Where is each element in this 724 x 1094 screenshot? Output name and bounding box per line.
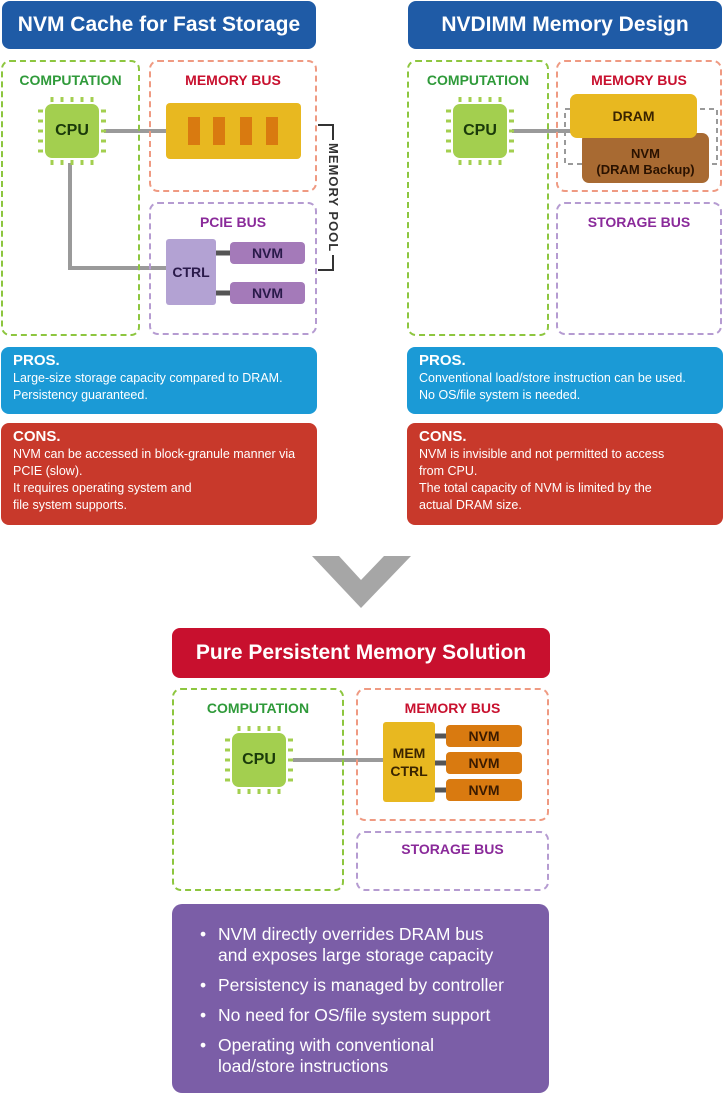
cons-line: NVM can be accessed in block-granule man…	[13, 447, 296, 461]
storage-bus-label: STORAGE BUS	[587, 214, 691, 230]
summary-line: and exposes large storage capacity	[218, 945, 494, 965]
mem-ctrl-box: MEM CTRL	[383, 722, 435, 802]
pros-line: Conventional load/store instruction can …	[419, 371, 686, 385]
dram-chip	[213, 117, 225, 145]
cpu-label: CPU	[55, 122, 89, 139]
computation-label: COMPUTATION	[426, 72, 530, 88]
right-memory-bus-zone: MEMORY BUS	[556, 60, 722, 192]
cons-line: file system supports.	[13, 498, 127, 512]
right-cons-box: CONS. NVM is invisible and not permitted…	[407, 423, 723, 525]
memory-pool-bracket-bottom	[318, 255, 334, 271]
bottom-memory-bus-zone: MEMORY BUS	[356, 688, 549, 821]
bottom-storage-bus-zone: STORAGE BUS	[356, 831, 549, 891]
summary-item: NVM directly overrides DRAM bus and expo…	[200, 924, 525, 966]
panel-left-title: NVM Cache for Fast Storage	[2, 1, 316, 49]
cpu-chip-icon	[446, 97, 514, 165]
computation-label: COMPUTATION	[19, 72, 122, 88]
storage-bus-label: STORAGE BUS	[401, 841, 504, 857]
right-pros-box: PROS. Conventional load/store instructio…	[407, 347, 723, 414]
summary-list: NVM directly overrides DRAM bus and expo…	[200, 924, 525, 1077]
panel-bottom-title: Pure Persistent Memory Solution	[172, 628, 550, 678]
nvm-box: NVM	[446, 752, 522, 774]
mem-ctrl-line1: MEM	[392, 745, 426, 761]
summary-item: Operating with conventional load/store i…	[200, 1035, 525, 1077]
nvm-backup-line1: NVM	[631, 145, 660, 161]
pros-line: No OS/file system is needed.	[419, 388, 581, 402]
pros-title: PROS.	[13, 352, 60, 369]
left-computation-zone: COMPUTATION	[1, 60, 140, 336]
left-cons-box: CONS. NVM can be accessed in block-granu…	[1, 423, 317, 525]
cons-line: PCIE (slow).	[13, 464, 83, 478]
cons-title: CONS.	[13, 428, 61, 445]
nvm-backup-module: NVM (DRAM Backup)	[582, 133, 709, 183]
mem-ctrl-line2: CTRL	[390, 763, 428, 779]
nvm-box: NVM	[446, 725, 522, 747]
cpu-label: CPU	[463, 122, 497, 139]
chevron-down-icon	[312, 556, 411, 608]
summary-line: load/store instructions	[218, 1056, 389, 1076]
pcie-bus-label: PCIE BUS	[199, 214, 267, 230]
summary-line: NVM directly overrides DRAM bus	[218, 924, 484, 944]
memory-bus-label: MEMORY BUS	[591, 72, 687, 88]
memory-bus-label: MEMORY BUS	[185, 72, 281, 88]
dram-chip	[188, 117, 200, 145]
cpu-to-ctrl-line	[68, 163, 166, 270]
left-pcie-bus-zone: PCIE BUS	[149, 202, 317, 335]
cons-line: NVM is invisible and not permitted to ac…	[419, 447, 665, 461]
left-memory-bus-zone: MEMORY BUS	[149, 60, 317, 192]
dram-box: DRAM	[570, 94, 697, 138]
ctrl-box: CTRL	[166, 239, 216, 305]
cpu-chip-icon	[38, 97, 106, 165]
pros-title: PROS.	[419, 352, 466, 369]
dram-chip	[240, 117, 252, 145]
right-storage-bus-zone: STORAGE BUS	[556, 202, 722, 335]
summary-line: Persistency is managed by controller	[218, 975, 504, 995]
nvm-box: NVM	[230, 242, 305, 264]
memory-pool-label: MEMORY POOL	[322, 142, 344, 254]
summary-box: NVM directly overrides DRAM bus and expo…	[172, 904, 549, 1093]
cpu-label: CPU	[242, 751, 276, 768]
memory-bus-label: MEMORY BUS	[404, 700, 501, 716]
nvm-box: NVM	[446, 779, 522, 801]
dram-chip	[266, 117, 278, 145]
computation-label: COMPUTATION	[206, 700, 310, 716]
memory-pool-bracket-top	[318, 124, 334, 140]
bottom-computation-zone: COMPUTATION	[172, 688, 344, 891]
right-computation-zone: COMPUTATION	[407, 60, 549, 336]
cons-line: from CPU.	[419, 464, 478, 478]
cons-line: The total capacity of NVM is limited by …	[419, 481, 652, 495]
left-pros-box: PROS. Large-size storage capacity compar…	[1, 347, 317, 414]
summary-item: Persistency is managed by controller	[200, 975, 525, 996]
nvm-box: NVM	[230, 282, 305, 304]
cons-line: actual DRAM size.	[419, 498, 522, 512]
pros-line: Persistency guaranteed.	[13, 388, 148, 402]
summary-line: Operating with conventional	[218, 1035, 434, 1055]
cons-title: CONS.	[419, 428, 467, 445]
panel-right-title: NVDIMM Memory Design	[408, 1, 722, 49]
cpu-chip-icon	[225, 726, 293, 794]
pros-line: Large-size storage capacity compared to …	[13, 371, 283, 385]
summary-item: No need for OS/file system support	[200, 1005, 525, 1026]
chevron-inner	[339, 556, 384, 580]
cons-line: It requires operating system and	[13, 481, 192, 495]
dram-module	[166, 103, 301, 159]
summary-line: No need for OS/file system support	[218, 1005, 491, 1025]
nvm-backup-line2: (DRAM Backup)	[596, 161, 695, 177]
